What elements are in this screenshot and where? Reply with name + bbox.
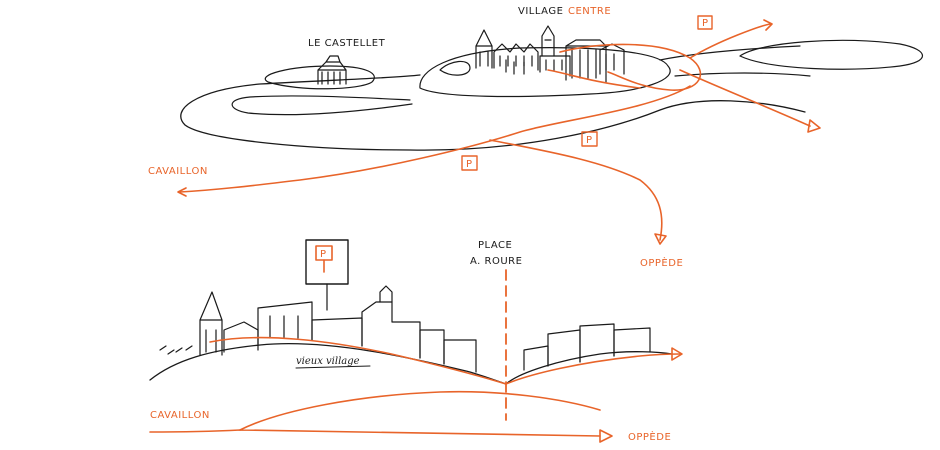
lower-road-arrow (599, 429, 613, 443)
le-castellet-building-drawing (317, 55, 347, 85)
parking-marker-2: P (581, 131, 598, 147)
plan-sketch: P P P LE CASTELLET VILLAGE CENTRE CAVAIL… (148, 6, 923, 269)
label-cavaillon-bottom: CAVAILLON (150, 410, 210, 421)
section-sketch: P PLACE A. ROURE vieux village CAVAILLON… (149, 239, 683, 443)
label-cavaillon-top: CAVAILLON (148, 166, 208, 177)
label-vieux-village: vieux village (296, 356, 360, 367)
svg-text:P: P (320, 249, 327, 260)
svg-text:P: P (586, 135, 593, 146)
parking-sign: P (305, 239, 349, 311)
east-buildings-drawing (523, 323, 651, 371)
svg-text:P: P (466, 159, 473, 170)
label-oppede-bottom: OPPÈDE (628, 430, 671, 443)
vieux-village-underline (295, 365, 371, 369)
label-village: VILLAGE (518, 6, 563, 17)
contour-lines (180, 39, 923, 151)
label-oppede-top: OPPÈDE (640, 256, 683, 269)
ground-line (149, 343, 673, 385)
label-place: PLACE (478, 240, 512, 251)
lower-road-straight (149, 429, 601, 437)
plan-roads (177, 19, 821, 245)
section-profile-arrow (671, 347, 683, 361)
lower-road-arc (239, 390, 601, 431)
svg-text:P: P (702, 18, 709, 29)
vieux-village-drawing (159, 285, 477, 373)
label-centre: CENTRE (568, 6, 611, 17)
label-le-castellet: LE CASTELLET (308, 38, 386, 49)
label-a-roure: A. ROURE (470, 256, 522, 267)
parking-marker-3: P (461, 155, 478, 171)
parking-marker-1: P (697, 15, 713, 30)
section-road-profile (209, 336, 681, 385)
village-centre-drawing (475, 25, 625, 83)
